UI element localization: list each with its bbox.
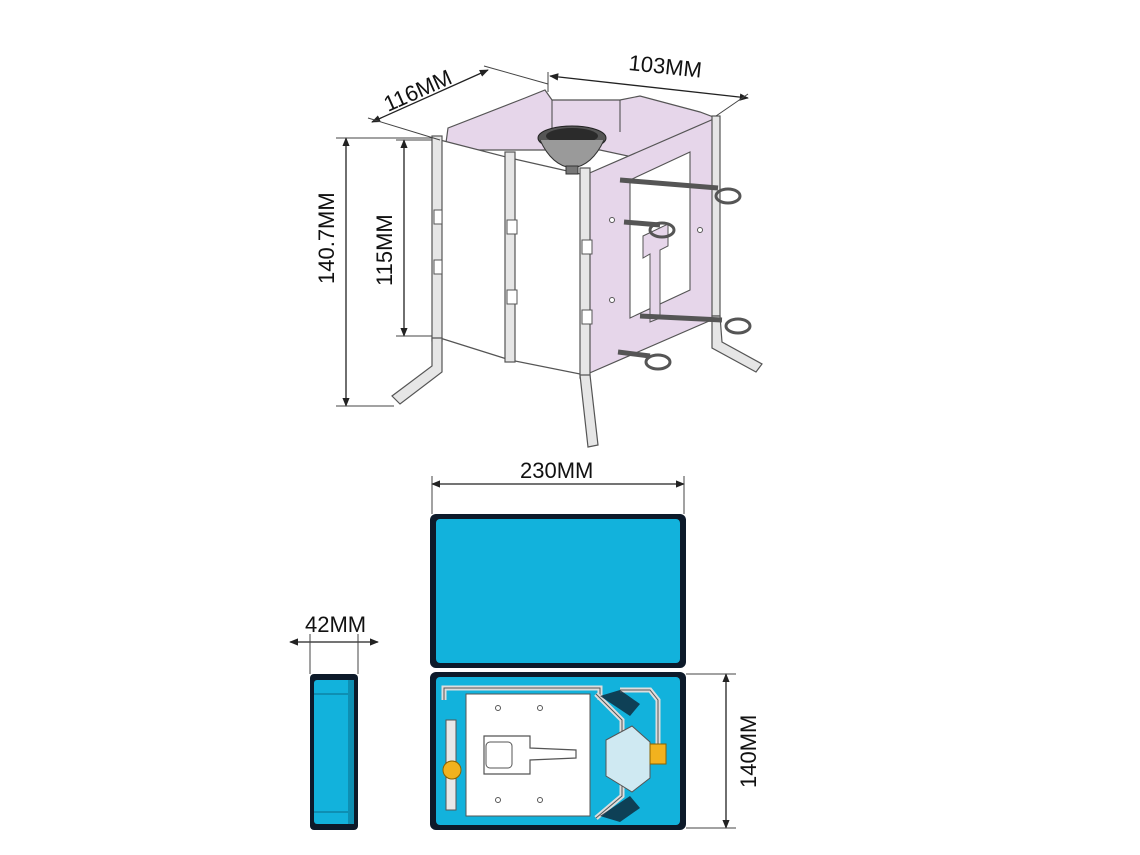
burner bbox=[537, 125, 607, 175]
dim-case-width: 230MM bbox=[431, 458, 685, 514]
front-panel bbox=[509, 157, 586, 376]
dim-case-thickness: 42MM bbox=[289, 612, 379, 674]
dim-body-height: 115MM bbox=[372, 139, 432, 337]
dim-case-height: 140MM bbox=[686, 673, 761, 829]
case-base bbox=[430, 672, 686, 830]
case-side-view bbox=[310, 674, 358, 830]
label-230mm: 230MM bbox=[520, 458, 593, 483]
legs bbox=[391, 315, 763, 448]
left-panel bbox=[439, 139, 511, 361]
stove-drawing bbox=[391, 89, 763, 448]
label-115mm: 115MM bbox=[372, 214, 397, 286]
label-140-7mm: 140.7MM bbox=[314, 192, 339, 284]
case-lid bbox=[430, 514, 686, 668]
label-42mm: 42MM bbox=[305, 612, 366, 637]
dim-total-height: 140.7MM bbox=[314, 137, 432, 407]
hinge-rods bbox=[431, 115, 721, 379]
label-140mm: 140MM bbox=[736, 715, 761, 788]
label-116mm: 116MM bbox=[380, 65, 456, 117]
folded-stove bbox=[441, 685, 667, 822]
label-103mm: 103MM bbox=[627, 50, 703, 83]
support-rods bbox=[617, 177, 752, 371]
